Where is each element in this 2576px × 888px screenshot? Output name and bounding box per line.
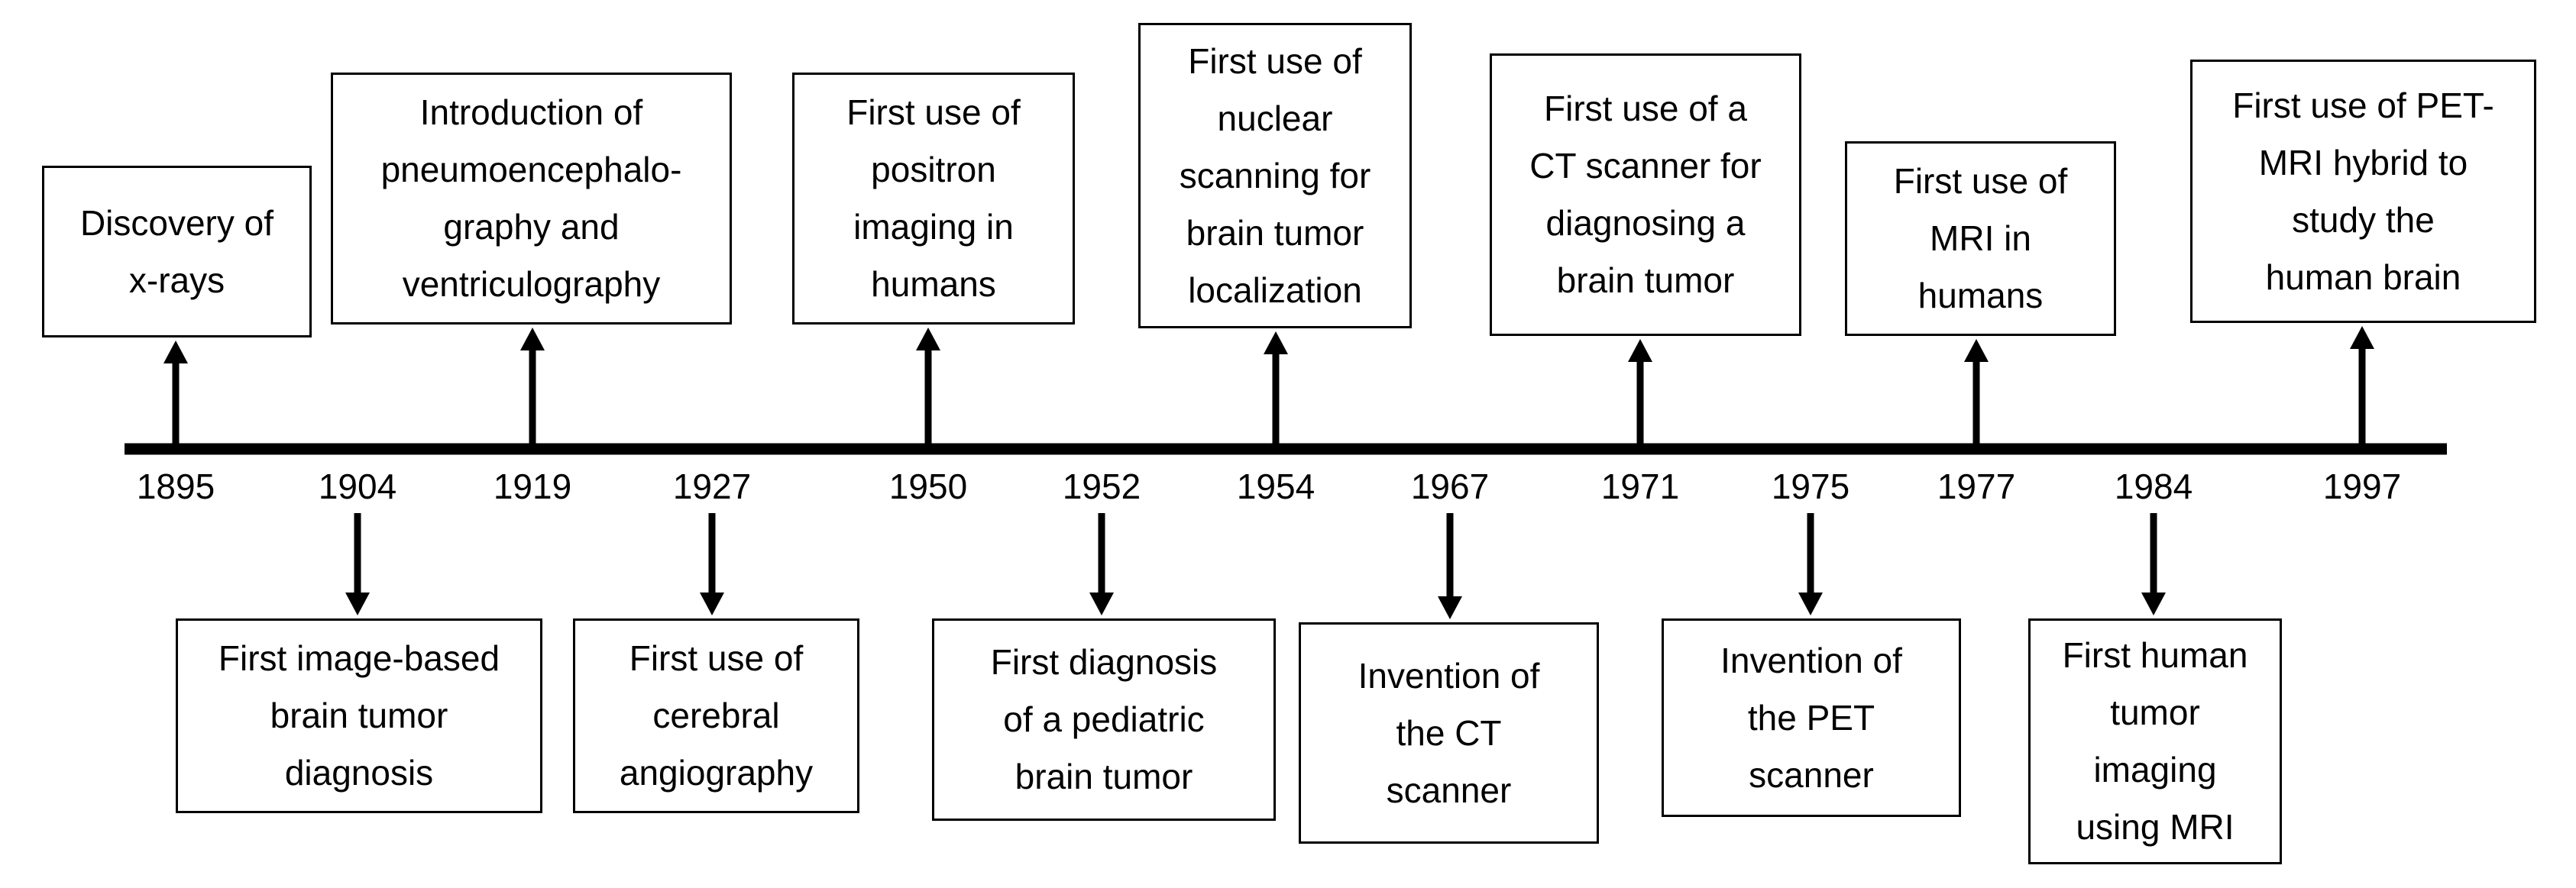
event-box-1950: First use of positron imaging in humans [792,73,1075,325]
event-label: First use of a CT scanner for diagnosing… [1529,89,1762,300]
event-box-1977: First use of MRI in humans [1845,141,2116,336]
arrow-head [345,593,370,615]
arrow-head [2141,593,2166,615]
event-box-1975: Invention of the PET scanner [1662,618,1961,817]
arrow-1977 [1964,339,1989,446]
event-box-1927: First use of cerebral angiography [573,618,859,813]
arrow-1975 [1798,513,1823,615]
event-box-1952: First diagnosis of a pediatric brain tum… [932,618,1276,821]
arrow-1904 [345,513,370,615]
arrow-head [1798,593,1823,615]
arrow-1952 [1089,513,1114,615]
arrow-head [520,328,545,350]
event-label: First use of MRI in humans [1893,161,2068,315]
arrow-head [1438,596,1462,619]
arrow-head [1089,593,1114,615]
arrow-head [1628,339,1652,362]
event-label: Discovery of x-rays [79,202,274,300]
arrow-head [1264,331,1288,354]
event-box-1895: Discovery of x-rays [42,166,312,337]
year-label-1952: 1952 [1062,467,1141,506]
year-label-1895: 1895 [136,467,215,506]
year-label-1997: 1997 [2322,467,2402,506]
event-label: Introduction of pneumoencephalo- graphy … [380,92,682,304]
arrow-1927 [700,513,724,615]
event-box-1984: First human tumor imaging using MRI [2028,618,2282,864]
arrow-1895 [163,341,188,446]
year-label-1927: 1927 [672,467,752,506]
arrow-1997 [2350,326,2374,446]
year-label-1904: 1904 [318,467,397,506]
event-label: First image-based brain tumor diagnosis [218,638,500,793]
event-label: First diagnosis of a pediatric brain tum… [990,642,1218,796]
year-label-1950: 1950 [888,467,968,506]
arrow-head [1964,339,1989,362]
event-box-1919: Introduction of pneumoencephalo- graphy … [331,73,732,325]
arrow-1967 [1438,513,1462,619]
event-label: First use of nuclear scanning for brain … [1179,40,1371,310]
event-label: First human tumor imaging using MRI [2062,635,2248,847]
arrow-head [163,341,188,363]
event-box-1997: First use of PET- MRI hybrid to study th… [2190,60,2536,323]
arrow-1971 [1628,339,1652,446]
arrow-head [2350,326,2374,349]
year-label-1967: 1967 [1410,467,1490,506]
year-label-1954: 1954 [1236,467,1316,506]
year-label-1971: 1971 [1600,467,1680,506]
event-box-1971: First use of a CT scanner for diagnosing… [1490,53,1801,336]
event-label: First use of cerebral angiography [619,638,814,793]
arrow-1984 [2141,513,2166,615]
arrow-head [700,593,724,615]
arrow-1954 [1264,331,1288,446]
year-label-1977: 1977 [1937,467,2016,506]
event-label: First use of positron imaging in humans [846,92,1021,304]
year-label-1975: 1975 [1771,467,1850,506]
event-label: Invention of the PET scanner [1720,640,1902,795]
year-label-1984: 1984 [2114,467,2193,506]
event-label: Invention of the CT scanner [1358,655,1540,810]
arrow-1919 [520,328,545,446]
arrow-head [916,328,940,350]
event-box-1967: Invention of the CT scanner [1299,622,1599,844]
event-box-1904: First image-based brain tumor diagnosis [176,618,542,813]
arrow-1950 [916,328,940,446]
year-label-1919: 1919 [493,467,572,506]
event-label: First use of PET- MRI hybrid to study th… [2232,85,2494,297]
event-box-1954: First use of nuclear scanning for brain … [1138,23,1412,328]
